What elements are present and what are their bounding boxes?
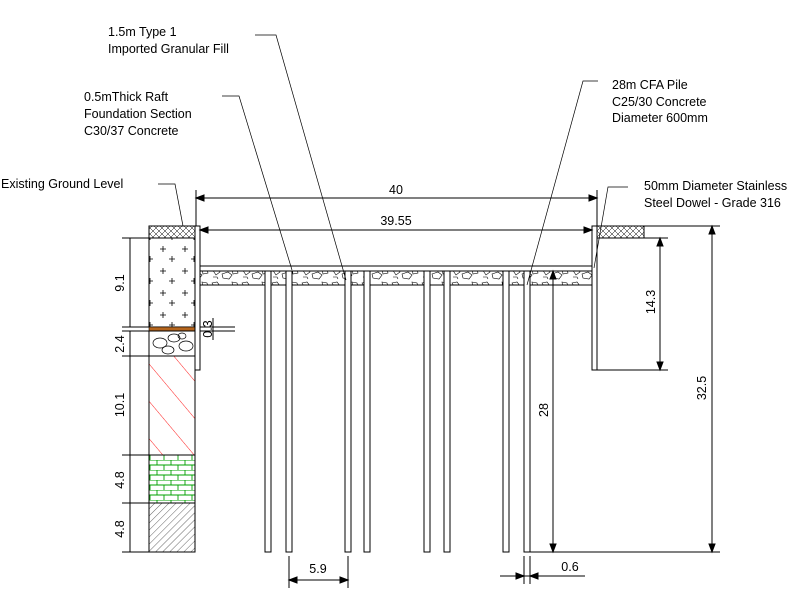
gravel-layer xyxy=(148,330,196,357)
dowel-label-line2: Steel Dowel - Grade 316 xyxy=(644,196,781,210)
existing-ground-label: Existing Ground Level xyxy=(1,177,123,191)
dim-layer-gravel: 2.4 xyxy=(113,335,127,352)
leader-lines xyxy=(158,34,628,286)
pile xyxy=(264,270,272,553)
dimension-values: 40 39.55 9.1 0.3 2.4 10.1 4.8 4.8 14.3 2… xyxy=(113,183,709,576)
soil-column xyxy=(148,225,196,553)
green-brick-layer xyxy=(148,454,196,504)
raft-slab xyxy=(199,265,593,272)
dim-pile-spacing: 5.9 xyxy=(309,562,326,576)
pile-label-line1: 28m CFA Pile xyxy=(612,78,688,92)
granular-fill xyxy=(199,270,593,286)
pile-label-line3: Diameter 600mm xyxy=(612,111,708,125)
dimension-lines xyxy=(122,190,720,588)
raft-label-line3: C30/37 Concrete xyxy=(84,124,179,138)
dim-pile-diameter: 0.6 xyxy=(561,560,578,574)
topsoil-layer xyxy=(148,225,196,239)
dim-layer-top: 9.1 xyxy=(113,274,127,291)
dim-overall-width: 40 xyxy=(389,183,403,197)
dim-total-depth: 32.5 xyxy=(695,376,709,400)
made-ground-layer xyxy=(148,237,196,328)
gravel-stones xyxy=(152,332,194,355)
granular-fill-label-line1: 1.5m Type 1 xyxy=(108,25,177,39)
annotation-labels: 1.5m Type 1 Imported Granular Fill 0.5mT… xyxy=(1,25,787,210)
dim-layer-thin: 0.3 xyxy=(201,320,215,337)
dim-layer-bottom: 4.8 xyxy=(113,520,127,537)
thin-brown-layer xyxy=(148,326,196,332)
pile xyxy=(523,270,531,553)
pile-label-line2: C25/30 Concrete xyxy=(612,95,707,109)
red-hatch-layer xyxy=(148,355,196,456)
pile xyxy=(423,270,431,553)
pile xyxy=(443,270,451,553)
pile xyxy=(285,270,293,553)
raft-label-line2: Foundation Section xyxy=(84,107,192,121)
pile xyxy=(502,270,510,553)
piles xyxy=(264,270,531,553)
dim-layer-middle: 10.1 xyxy=(113,393,127,417)
dense-hatch-layer xyxy=(148,502,196,553)
left-wall xyxy=(194,225,201,371)
retaining-walls xyxy=(194,225,645,371)
pile xyxy=(344,270,352,553)
pile xyxy=(363,270,371,553)
raft-label-line1: 0.5mThick Raft xyxy=(84,90,169,104)
dowel-label-line1: 50mm Diameter Stainless xyxy=(644,179,787,193)
dim-layer-green: 4.8 xyxy=(113,471,127,488)
dim-inner-width: 39.55 xyxy=(380,214,411,228)
dim-wall-depth: 14.3 xyxy=(644,290,658,314)
raft-foundation xyxy=(199,265,593,286)
granular-fill-label-line2: Imported Granular Fill xyxy=(108,42,229,56)
right-wall xyxy=(591,225,598,371)
right-ground-cap xyxy=(595,225,645,239)
dim-pile-length: 28 xyxy=(537,403,551,417)
